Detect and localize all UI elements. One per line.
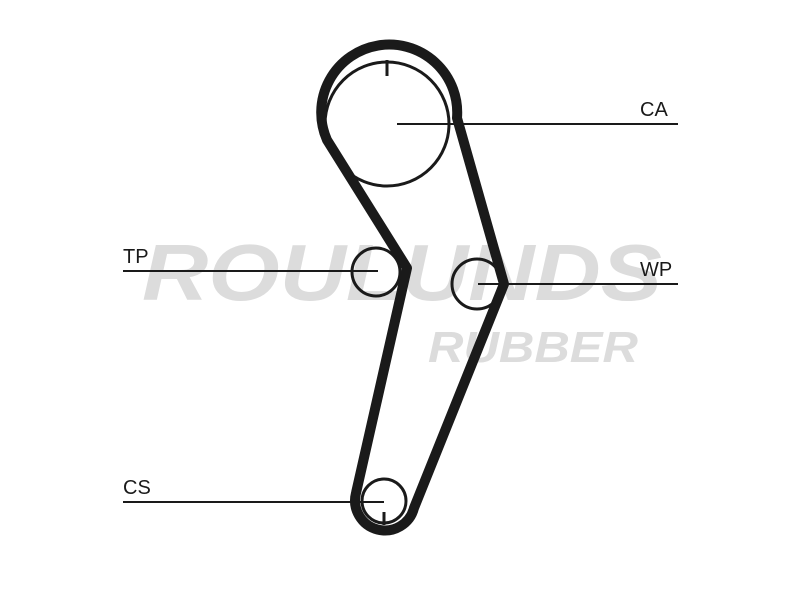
component-labels: CA TP WP CS — [123, 99, 672, 499]
label-wp: WP — [640, 259, 672, 281]
leader-lines — [123, 123, 678, 503]
label-tp: TP — [123, 246, 149, 268]
watermark-sub-text: RUBBER — [428, 323, 638, 372]
label-cs: CS — [123, 477, 151, 499]
label-ca: CA — [640, 99, 668, 121]
timing-belt — [316, 39, 509, 536]
